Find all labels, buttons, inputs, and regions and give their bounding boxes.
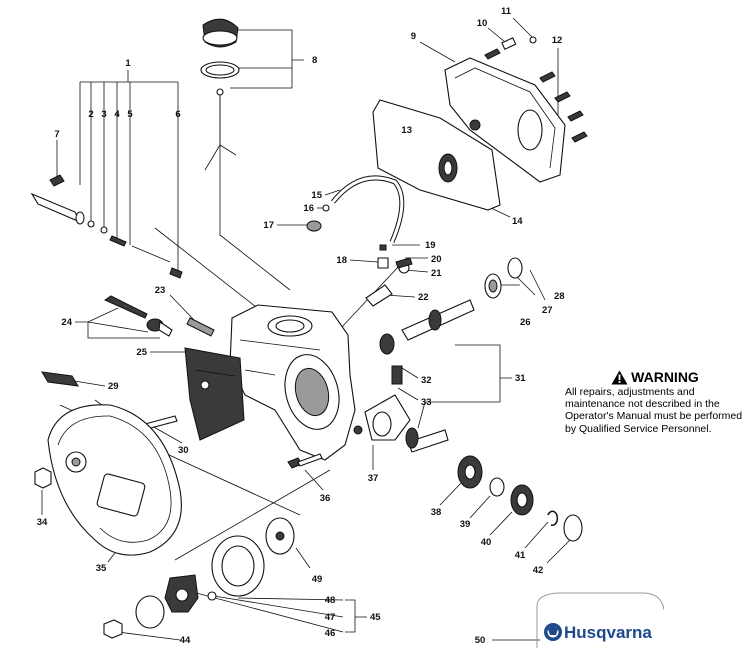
part-18-22-fittings bbox=[365, 244, 413, 307]
callout-35: 35 bbox=[96, 563, 107, 574]
part-15-17-hose bbox=[306, 175, 405, 243]
part-34-nut bbox=[34, 467, 52, 489]
warning-notice: WARNING All repairs, adjustments and mai… bbox=[565, 369, 745, 435]
callout-4: 4 bbox=[114, 109, 120, 120]
callout-14: 14 bbox=[512, 216, 523, 227]
husqvarna-logo: Husqvarna bbox=[536, 592, 664, 648]
part-35-guard bbox=[47, 404, 182, 556]
warning-header: WARNING bbox=[565, 369, 745, 385]
callout-10: 10 bbox=[477, 18, 488, 29]
brand-name: Husqvarna bbox=[564, 623, 652, 642]
part-29-clip bbox=[41, 371, 79, 387]
callout-17: 17 bbox=[263, 220, 274, 231]
callout-37: 37 bbox=[368, 473, 379, 484]
part-1-7-shaft bbox=[30, 174, 183, 279]
callout-6: 6 bbox=[175, 109, 180, 120]
callout-38: 38 bbox=[431, 507, 442, 518]
main-housing bbox=[229, 304, 356, 461]
part-25-plate bbox=[184, 347, 245, 441]
callout-labels: 1 2 3 4 5 6 7 8 9 10 11 12 13 14 15 16 1… bbox=[37, 6, 565, 646]
callout-18: 18 bbox=[336, 255, 347, 266]
callout-33: 33 bbox=[421, 397, 432, 408]
callout-39: 39 bbox=[460, 519, 471, 530]
callout-2: 2 bbox=[88, 109, 93, 120]
callout-28: 28 bbox=[554, 291, 565, 302]
callout-23: 23 bbox=[155, 285, 166, 296]
callout-16: 16 bbox=[303, 203, 314, 214]
callout-13: 13 bbox=[401, 125, 412, 136]
callout-5: 5 bbox=[127, 109, 133, 120]
part-9-cover bbox=[444, 57, 566, 183]
callout-20: 20 bbox=[431, 254, 442, 265]
callout-47: 47 bbox=[325, 612, 336, 623]
callout-45: 45 bbox=[370, 612, 381, 623]
callout-19: 19 bbox=[425, 240, 436, 251]
callout-41: 41 bbox=[515, 550, 526, 561]
callout-44: 44 bbox=[180, 635, 191, 646]
callout-36: 36 bbox=[320, 493, 331, 504]
callout-30: 30 bbox=[178, 445, 189, 456]
callout-50: 50 bbox=[475, 635, 486, 646]
callout-7: 7 bbox=[54, 129, 59, 140]
warning-title: WARNING bbox=[631, 369, 699, 385]
part-31-shafts bbox=[401, 257, 523, 453]
callout-12: 12 bbox=[552, 35, 563, 46]
part-8-cap bbox=[200, 18, 240, 171]
part-32-33-37 bbox=[353, 333, 411, 441]
callout-26: 26 bbox=[520, 317, 531, 328]
callout-25: 25 bbox=[136, 347, 147, 358]
part-38-42-bearings bbox=[457, 455, 583, 542]
callout-9: 9 bbox=[411, 31, 416, 42]
callout-49: 49 bbox=[312, 574, 323, 585]
callout-24: 24 bbox=[61, 317, 72, 328]
callout-15: 15 bbox=[311, 190, 322, 201]
part-10-12-screws bbox=[484, 36, 588, 143]
callout-40: 40 bbox=[481, 537, 492, 548]
callout-29: 29 bbox=[108, 381, 119, 392]
callout-34: 34 bbox=[37, 517, 48, 528]
callout-27: 27 bbox=[542, 305, 553, 316]
callout-3: 3 bbox=[101, 109, 106, 120]
callout-11: 11 bbox=[501, 6, 512, 17]
callout-31: 31 bbox=[515, 373, 526, 384]
callout-32: 32 bbox=[421, 375, 432, 386]
callout-8: 8 bbox=[312, 55, 317, 66]
callout-1: 1 bbox=[125, 58, 131, 69]
warning-triangle-icon bbox=[611, 370, 628, 384]
callout-22: 22 bbox=[418, 292, 429, 303]
callout-46: 46 bbox=[325, 628, 336, 639]
callout-42: 42 bbox=[533, 565, 544, 576]
part-44-49-flange bbox=[103, 517, 295, 639]
part-36-screw bbox=[287, 453, 323, 469]
warning-text: All repairs, adjustments and maintenance… bbox=[565, 386, 743, 435]
part-13-14-gasket bbox=[372, 99, 501, 211]
crown-emblem-icon bbox=[544, 623, 562, 641]
callout-48: 48 bbox=[325, 595, 336, 606]
callout-21: 21 bbox=[431, 268, 442, 279]
part-23-24 bbox=[103, 295, 215, 337]
